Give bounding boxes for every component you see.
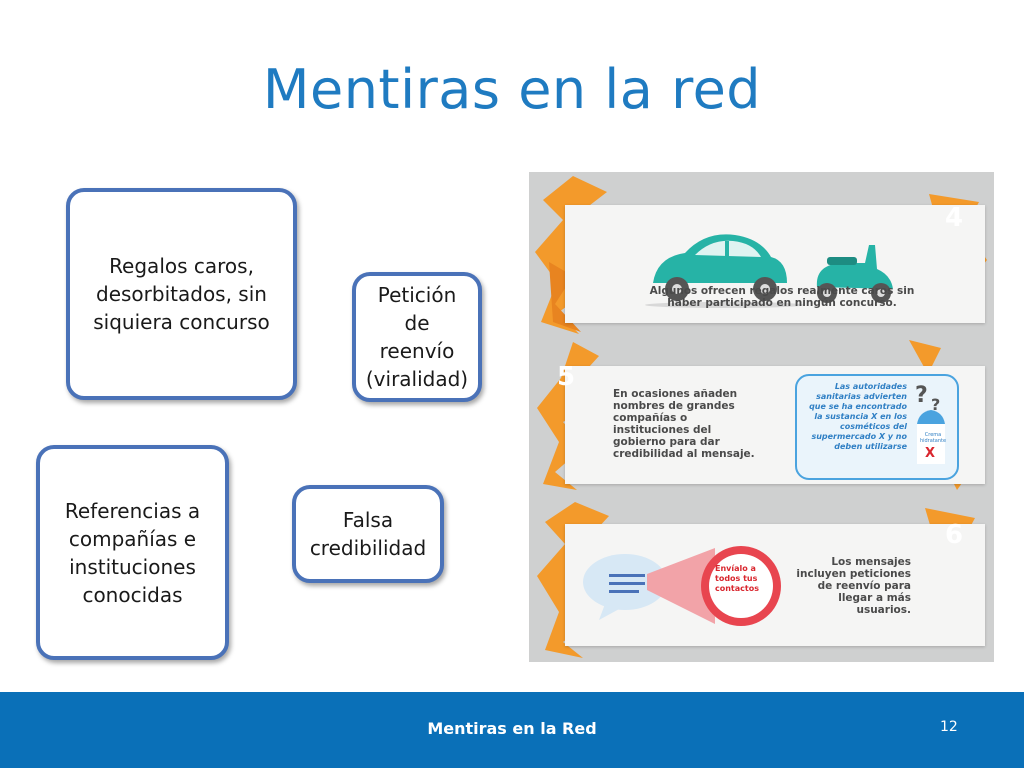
circle-text: Envíalo a todos tus contactos	[715, 564, 759, 593]
panel-6-number: 6	[945, 520, 964, 550]
warning-bubble: Las autoridades sanitarias advierten que…	[795, 374, 959, 480]
concept-box-regalos: Regalos caros, desorbitados, sin siquier…	[66, 188, 297, 400]
concept-box-label: Regalos caros, desorbitados, sin siquier…	[93, 254, 270, 334]
panel-4-text: Algunos ofrecen regalos realmente caros …	[649, 285, 915, 309]
info-panel-6: Envíalo a todos tus contactos Los mensaj…	[565, 520, 985, 646]
info-panel-4: Algunos ofrecen regalos realmente caros …	[565, 203, 985, 323]
concept-box-label: Falsa credibilidad	[309, 508, 427, 560]
concept-box-label: Referencias a compañías e instituciones …	[64, 498, 201, 607]
panel-5-text: En ocasiones añaden nombres de grandes c…	[613, 388, 755, 460]
concept-box-reenvio: Petición de reenvío (viralidad)	[352, 272, 482, 402]
svg-text:?: ?	[915, 383, 928, 408]
car-scooter-illustration	[645, 234, 893, 308]
infographic: Algunos ofrecen regalos realmente caros …	[529, 172, 994, 662]
slide-title: Mentiras en la red	[262, 58, 762, 121]
message-megaphone-illustration	[583, 546, 781, 626]
warning-bubble-text: Las autoridades sanitarias advierten que…	[809, 382, 907, 451]
panel-6-text: Los mensajes incluyen peticiones de reen…	[796, 556, 911, 616]
info-panel-5: 5 En ocasiones añaden nombres de grandes…	[557, 362, 985, 484]
cream-bottle-icon: ? ?	[915, 383, 945, 464]
footer-bar: Mentiras en la Red 12	[0, 692, 1024, 768]
cream-mark: X	[925, 446, 936, 461]
svg-text:?: ?	[931, 395, 940, 414]
panel-5-number: 5	[557, 362, 576, 392]
footer-title: Mentiras en la Red	[427, 719, 597, 738]
cream-label: Crema hidratante	[919, 432, 947, 444]
concept-box-referencias: Referencias a compañías e instituciones …	[36, 445, 229, 660]
page-number: 12	[940, 719, 958, 735]
concept-box-label: Petición de reenvío (viralidad)	[365, 283, 469, 391]
panel-4-number: 4	[945, 203, 964, 233]
concept-box-credibilidad: Falsa credibilidad	[292, 485, 444, 583]
